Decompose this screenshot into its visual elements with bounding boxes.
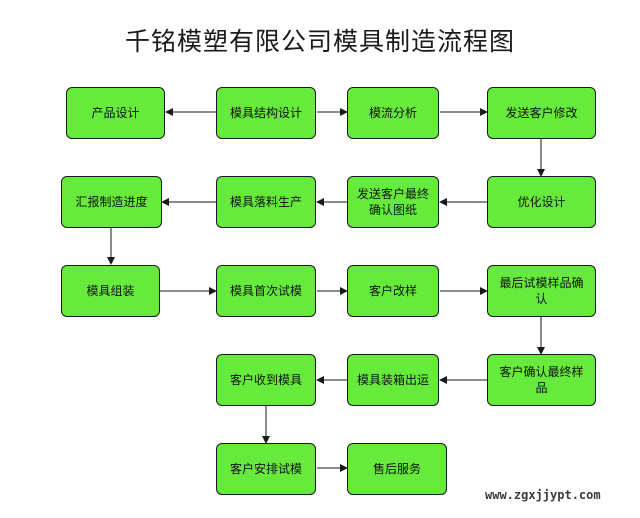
step-send-client-revision: 发送客户修改 <box>487 87 596 139</box>
step-after-sales-service: 售后服务 <box>347 443 447 495</box>
step-send-client-final-drawing: 发送客户最终确认图纸 <box>347 176 439 228</box>
step-client-receive-mold: 客户收到模具 <box>216 354 316 406</box>
step-label: 客户收到模具 <box>229 373 302 387</box>
step-optimize-design: 优化设计 <box>487 176 596 228</box>
step-label: 产品设计 <box>91 106 140 120</box>
step-label: 售后服务 <box>372 462 421 476</box>
step-label: 模具首次试模 <box>229 284 302 298</box>
step-label: 汇报制造进度 <box>75 195 148 209</box>
step-mold-material-production: 模具落料生产 <box>216 176 316 228</box>
step-client-arrange-trial: 客户安排试模 <box>216 443 316 495</box>
step-final-trial-sample-confirm: 最后试模样品确认 <box>487 265 596 317</box>
step-label: 客户确认最终样品 <box>499 365 584 395</box>
step-first-mold-trial: 模具首次试模 <box>216 265 316 317</box>
step-mold-assembly: 模具组装 <box>61 265 160 317</box>
site-watermark: www.zgxjjypt.com <box>485 488 601 502</box>
step-report-progress: 汇报制造进度 <box>61 176 162 228</box>
step-label: 模具落料生产 <box>229 195 302 209</box>
step-label: 客户安排试模 <box>229 462 302 476</box>
step-client-sample-revision: 客户改样 <box>347 265 439 317</box>
step-client-confirm-final-sample: 客户确认最终样品 <box>487 354 596 406</box>
step-label: 优化设计 <box>517 195 566 209</box>
step-mold-structure-design: 模具结构设计 <box>216 87 316 139</box>
step-label: 模具组装 <box>86 284 135 298</box>
step-label: 模流分析 <box>368 106 417 120</box>
step-label: 发送客户修改 <box>505 106 578 120</box>
step-label: 模具结构设计 <box>229 106 302 120</box>
diagram-title: 千铭模塑有限公司模具制造流程图 <box>124 27 515 56</box>
step-label: 最后试模样品确认 <box>499 276 584 306</box>
step-mold-packing-shipping: 模具装箱出运 <box>347 354 439 406</box>
step-label: 模具装箱出运 <box>356 373 429 387</box>
step-label: 客户改样 <box>368 284 417 298</box>
step-mold-flow-analysis: 模流分析 <box>347 87 439 139</box>
step-label: 发送客户最终确认图纸 <box>356 187 429 217</box>
step-product-design: 产品设计 <box>66 87 165 139</box>
